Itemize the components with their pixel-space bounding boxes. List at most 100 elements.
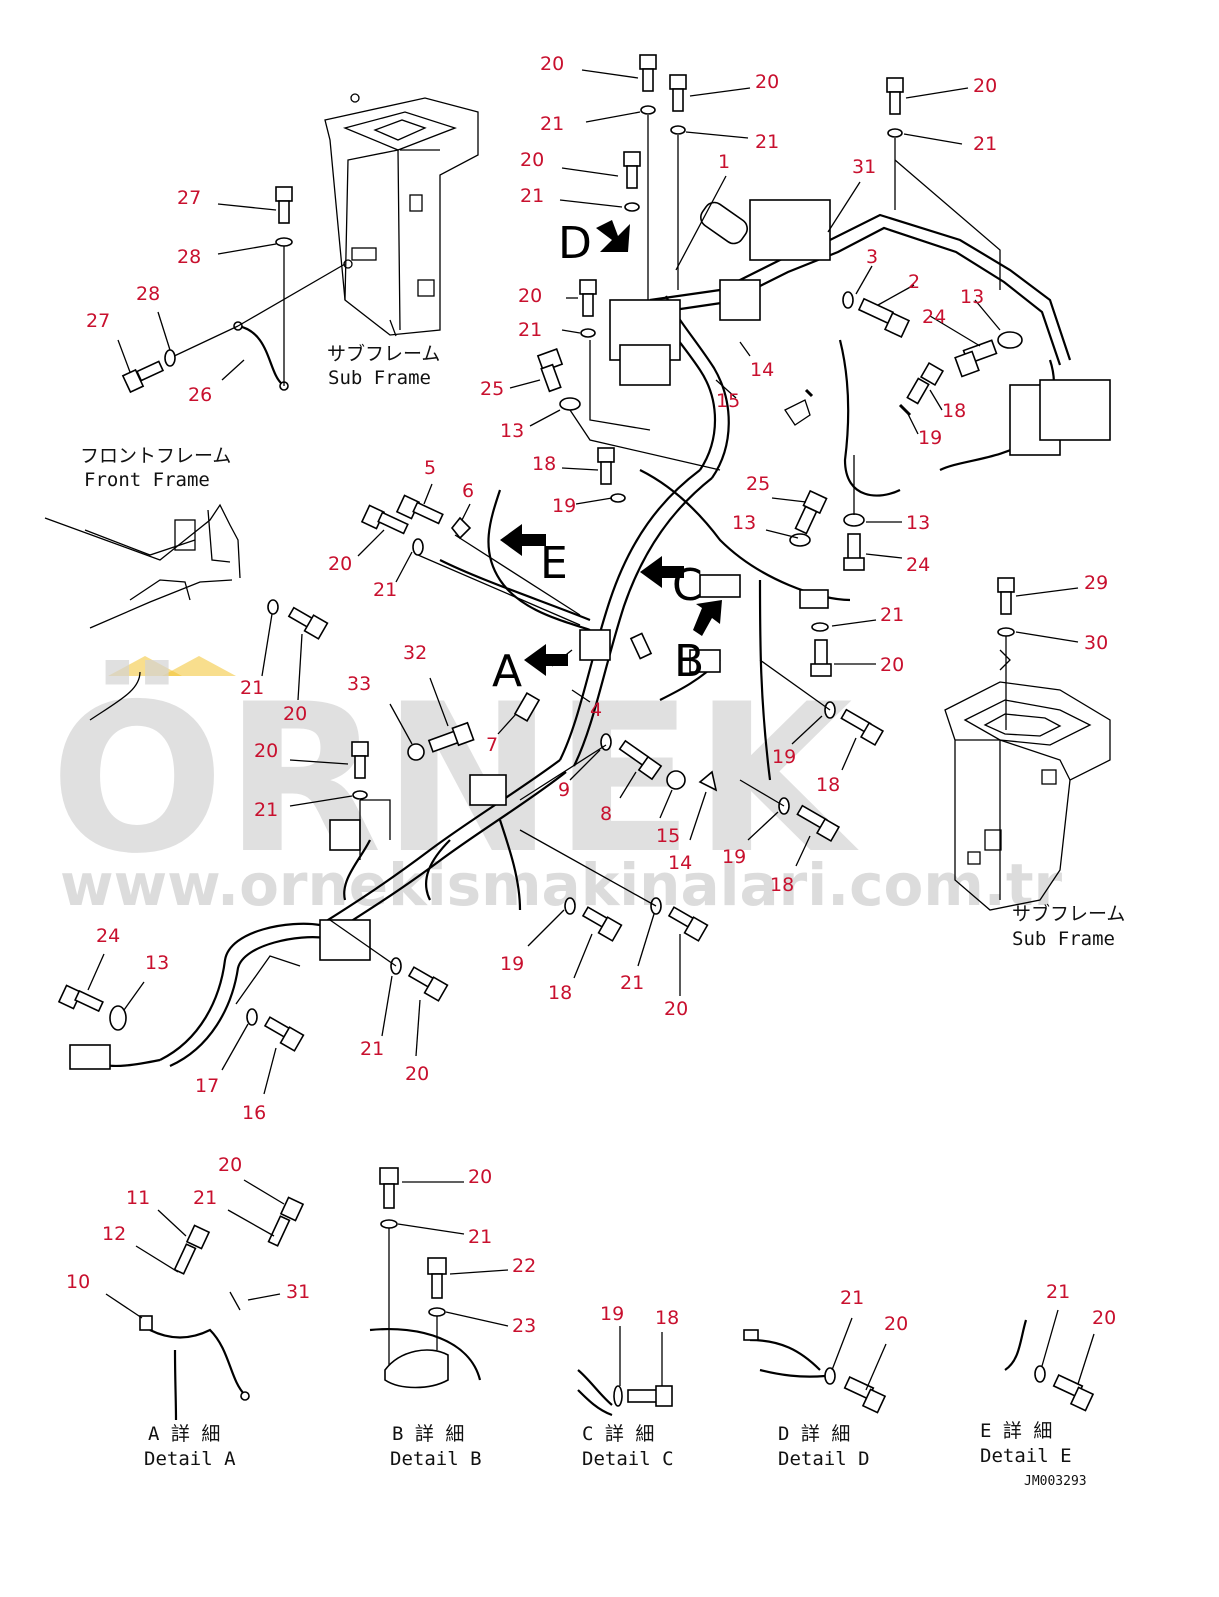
- callout-15: 15: [716, 390, 740, 412]
- callout-19: 19: [772, 746, 796, 768]
- front-frame-en-label: Front Frame: [84, 469, 210, 491]
- bolts-5-20-21-6: [360, 494, 581, 626]
- sub-frame-top-left: [324, 93, 479, 337]
- bolts-18-19-right-middle: [739, 659, 885, 843]
- callout-18: 18: [532, 453, 556, 475]
- callout-12: 12: [102, 1223, 126, 1245]
- callout-20: 20: [518, 285, 542, 307]
- view-arrows: [500, 220, 722, 676]
- callout-11: 11: [126, 1187, 150, 1209]
- detail-e-jp-label: E 詳 細: [980, 1420, 1052, 1442]
- callout-21: 21: [518, 319, 542, 341]
- callout-30: 30: [1084, 632, 1108, 654]
- callout-20: 20: [664, 998, 688, 1020]
- detail-b-jp-label: B 詳 細: [392, 1423, 464, 1445]
- watermark-brand: ÖRNEK: [50, 660, 860, 899]
- callout-13: 13: [906, 512, 930, 534]
- detail-a-en-label: Detail A: [144, 1448, 236, 1470]
- callout-25: 25: [480, 378, 504, 400]
- bolt-27-lower: [121, 349, 176, 394]
- callout-21: 21: [540, 113, 564, 135]
- sub-frame-jp-label-1: サブフレーム: [327, 342, 440, 365]
- callout-21: 21: [520, 185, 544, 207]
- callout-5: 5: [424, 457, 436, 479]
- detail-d-drawing: [743, 1329, 887, 1414]
- callout-20: 20: [755, 71, 779, 93]
- callout-32: 32: [403, 642, 427, 664]
- callout-21: 21: [193, 1187, 217, 1209]
- sub-frame-en-label-2: Sub Frame: [1012, 928, 1115, 950]
- callout-20: 20: [973, 75, 997, 97]
- callout-21: 21: [620, 972, 644, 994]
- callout-2: 2: [908, 271, 920, 293]
- callout-9: 9: [558, 779, 570, 801]
- harness-connectors: [69, 199, 1111, 1070]
- bolt-20-21-left-center: [351, 741, 391, 860]
- callout-14: 14: [750, 359, 774, 381]
- callout-21: 21: [755, 131, 779, 153]
- callout-20: 20: [328, 553, 352, 575]
- view-a-label: A: [492, 646, 522, 697]
- callout-15: 15: [656, 825, 680, 847]
- callout-21: 21: [373, 579, 397, 601]
- bolt-2-washer-3: [842, 291, 911, 339]
- detail-b-en-label: Detail B: [390, 1448, 482, 1470]
- callout-19: 19: [600, 1303, 624, 1325]
- callout-18: 18: [655, 1307, 679, 1329]
- ground-strap-26: [169, 245, 346, 391]
- callout-20: 20: [218, 1154, 242, 1176]
- callout-20: 20: [1092, 1307, 1116, 1329]
- detail-d-en-label: Detail D: [778, 1448, 870, 1470]
- callout-16: 16: [242, 1102, 266, 1124]
- detail-b-drawing: [369, 1167, 482, 1389]
- bolt-20-front-frame: [267, 599, 329, 640]
- callout-13: 13: [960, 286, 984, 308]
- callout-19: 19: [918, 427, 942, 449]
- bolts-8-15-14: [519, 733, 718, 801]
- callout-13: 13: [732, 512, 756, 534]
- callout-20: 20: [283, 703, 307, 725]
- callout-21: 21: [1046, 1281, 1070, 1303]
- detail-d-jp-label: D 詳 細: [778, 1423, 850, 1445]
- bolts-18-19-right: [784, 361, 945, 426]
- callout-21: 21: [840, 1287, 864, 1309]
- callout-10: 10: [66, 1271, 90, 1293]
- bolts-18-19-center: [597, 447, 626, 503]
- callout-18: 18: [816, 774, 840, 796]
- callout-33: 33: [347, 673, 371, 695]
- front-frame: [44, 503, 241, 721]
- detail-c-drawing: [577, 1369, 673, 1417]
- part-4-7: [513, 632, 653, 722]
- callout-21: 21: [254, 799, 278, 821]
- watermark-url: www.ornekismakinalari.com.tr: [60, 851, 1063, 919]
- view-c-label: C: [672, 560, 703, 611]
- view-d-label: D: [558, 218, 592, 269]
- callout-20: 20: [468, 1166, 492, 1188]
- callout-6: 6: [462, 480, 474, 502]
- bolts-20-21-right: [810, 622, 832, 677]
- bolts-25-13: [536, 340, 865, 571]
- callout-8: 8: [600, 803, 612, 825]
- bolt-27-upper: [275, 186, 293, 247]
- bolts-lower-harness: [57, 829, 709, 1052]
- callout-3: 3: [866, 246, 878, 268]
- callout-14: 14: [668, 852, 692, 874]
- callout-26: 26: [188, 384, 212, 406]
- callout-4: 4: [590, 699, 602, 721]
- callout-28: 28: [136, 283, 160, 305]
- callout-13: 13: [145, 952, 169, 974]
- detail-c-en-label: Detail C: [582, 1448, 674, 1470]
- callout-20: 20: [884, 1313, 908, 1335]
- callout-20: 20: [520, 149, 544, 171]
- callout-18: 18: [942, 400, 966, 422]
- callout-18: 18: [548, 982, 572, 1004]
- leader-lines: [87, 69, 1095, 1391]
- view-b-label: B: [674, 636, 704, 687]
- drawing-code: JM003293: [1024, 1474, 1087, 1489]
- callout-20: 20: [254, 740, 278, 762]
- callout-22: 22: [512, 1255, 536, 1277]
- callout-21: 21: [240, 677, 264, 699]
- callout-23: 23: [512, 1315, 536, 1337]
- callout-21: 21: [973, 133, 997, 155]
